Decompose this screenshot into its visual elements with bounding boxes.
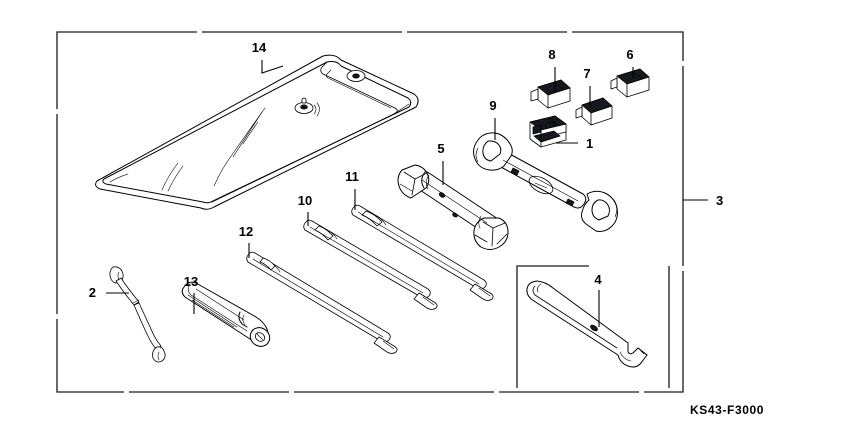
part-6-connector-clip-large [610, 68, 650, 98]
main-assembly-frame [56, 31, 684, 393]
part-5-box-socket-wrench [397, 164, 509, 250]
callout-label-8: 8 [548, 47, 555, 62]
callout-label-12: 12 [239, 224, 253, 239]
bag-snap-fastener-center [294, 97, 320, 117]
callout-label-2: 2 [89, 285, 96, 300]
part-4-hook-spanner-wrench [526, 280, 648, 368]
part-9-open-end-wrench [473, 132, 618, 232]
hook-spanner-detail-inset [516, 265, 670, 388]
callout-label-5: 5 [437, 141, 444, 156]
callout-label-10: 10 [298, 193, 312, 208]
part-10-screwdriver-shaft-phillips [303, 219, 438, 310]
part-7-connector-clip-medium [575, 97, 613, 126]
part-13-screwdriver-handle [181, 281, 271, 347]
handle-end-cap [249, 327, 271, 347]
wrench-jaw-left [473, 132, 513, 171]
part-14-tool-bag-pouch [95, 54, 419, 210]
callout-leader-lines [106, 60, 708, 327]
callout-label-4: 4 [594, 272, 602, 287]
part-8-connector-clip-small [530, 79, 571, 109]
callout-label-7: 7 [583, 66, 590, 81]
callout-label-6: 6 [626, 47, 633, 62]
bag-snap-fastener-upper [346, 70, 366, 82]
socket-end-right [473, 217, 509, 250]
part-1-clip-bracket [529, 115, 567, 148]
callout-label-1: 1 [586, 136, 593, 151]
callout-label-3: 3 [716, 193, 723, 208]
socket-end-left [397, 164, 430, 199]
callout-label-9: 9 [489, 98, 496, 113]
wrench-jaw-right [581, 190, 618, 232]
callout-label-11: 11 [345, 169, 359, 184]
part-2-wire-hook-tool [109, 266, 166, 363]
callout-label-13: 13 [184, 274, 198, 289]
callout-label-14: 14 [252, 40, 267, 55]
part-11-screwdriver-shaft-flat [351, 204, 494, 301]
part-number-label: KS43-F3000 [690, 403, 764, 417]
part-12-screwdriver-shaft-long [246, 251, 398, 354]
